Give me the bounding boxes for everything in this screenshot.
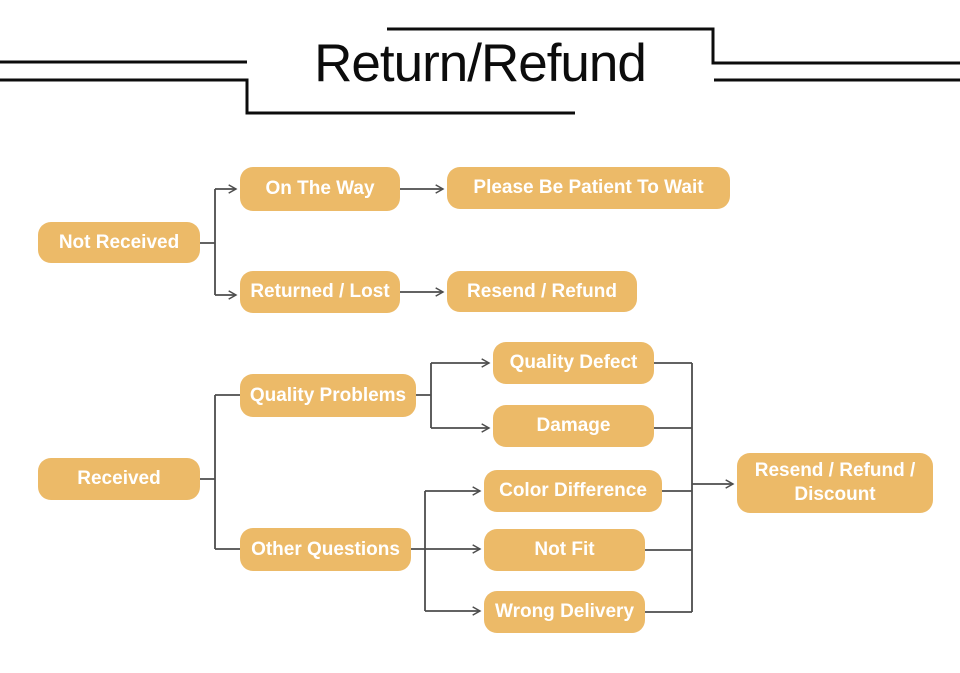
connector-outcome-collector	[645, 362, 693, 613]
node-other-questions: Other Questions	[240, 528, 411, 571]
connector-quality-problems-trunk	[416, 363, 432, 428]
node-resend-refund-discount: Resend / Refund / Discount	[737, 453, 933, 513]
node-returned-lost: Returned / Lost	[240, 271, 400, 313]
node-wrong-delivery: Wrong Delivery	[484, 591, 645, 633]
title-decoration-lines	[0, 27, 960, 115]
node-on-the-way: On The Way	[240, 167, 400, 211]
node-quality-defect: Quality Defect	[493, 342, 654, 384]
connector-not-received-trunk	[200, 189, 216, 295]
node-not-received: Not Received	[38, 222, 200, 263]
connector-received-trunk	[200, 394, 240, 550]
title-decoration-left-bottom	[0, 78, 575, 115]
node-received: Received	[38, 458, 200, 500]
node-color-difference: Color Difference	[484, 470, 662, 512]
node-not-fit: Not Fit	[484, 529, 645, 571]
node-damage: Damage	[493, 405, 654, 447]
flow-connectors	[200, 184, 735, 616]
page-title: Return/Refund	[314, 34, 647, 93]
node-resend-refund: Resend / Refund	[447, 271, 637, 312]
title-decoration-right-top	[387, 27, 960, 65]
node-quality-problems: Quality Problems	[240, 374, 416, 417]
node-please-be-patient: Please Be Patient To Wait	[447, 167, 730, 209]
